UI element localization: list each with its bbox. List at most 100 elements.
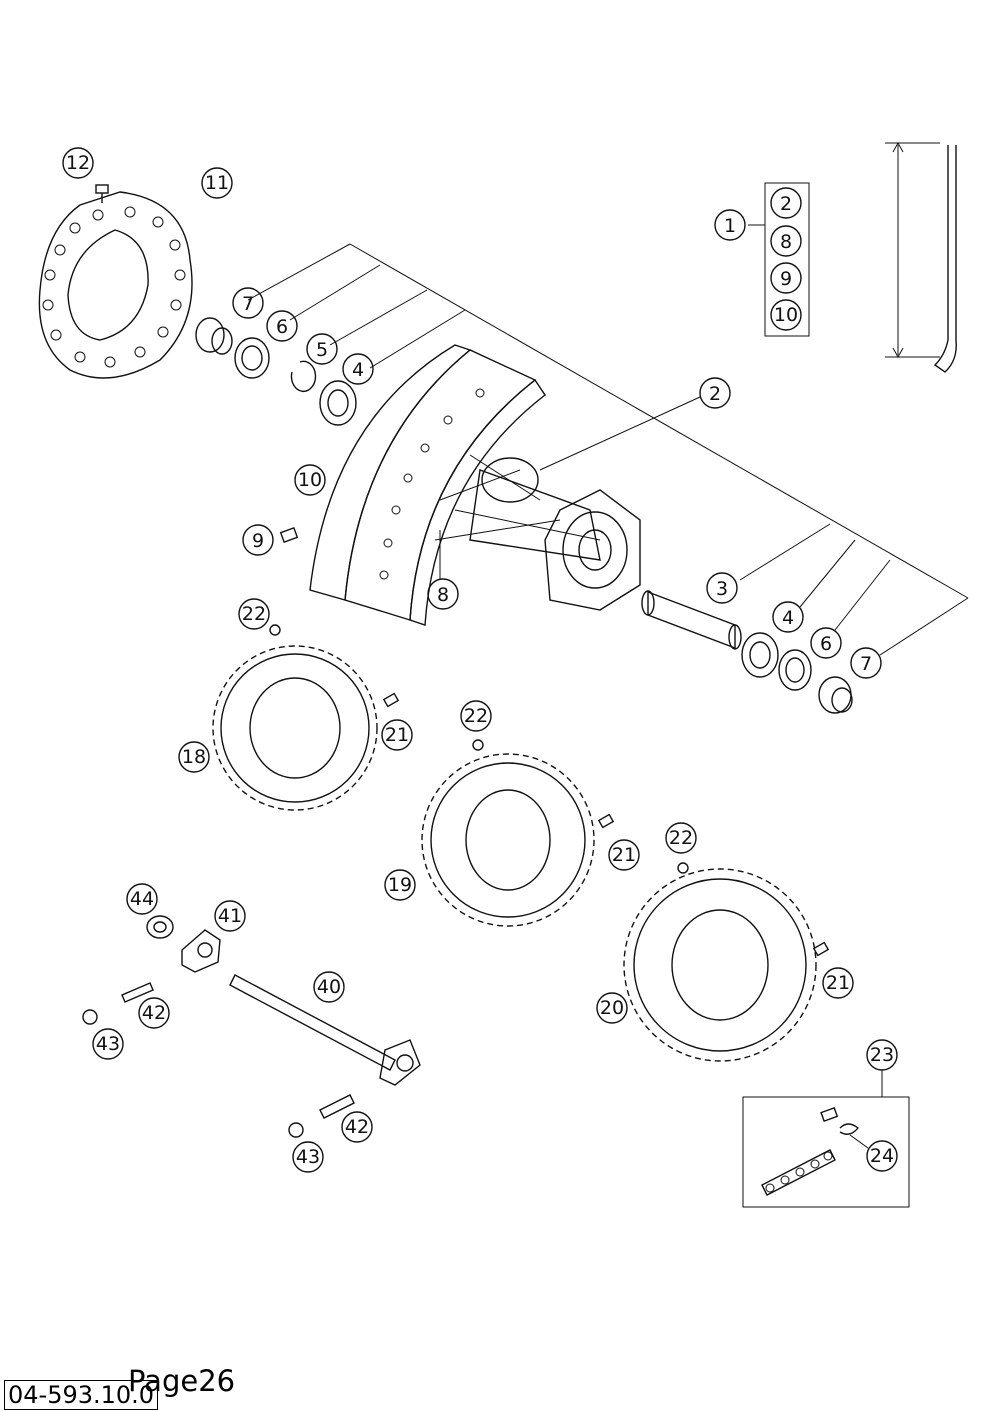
kit-box-23	[742, 1096, 910, 1208]
callout-4-lower[interactable]: 4	[772, 601, 804, 633]
callout-43-b[interactable]: 43	[292, 1141, 324, 1173]
adjuster-nut-lower	[288, 1122, 304, 1138]
callout-10-kit[interactable]: 10	[770, 299, 802, 331]
brake-disc	[38, 191, 193, 379]
sprocket-nut-top	[269, 624, 281, 636]
svg-text:10: 10	[774, 304, 798, 326]
axle-tube	[641, 590, 742, 650]
callout-4-upper[interactable]: 4	[342, 353, 374, 385]
leader-lines	[247, 224, 969, 1149]
svg-text:24: 24	[870, 1145, 894, 1167]
svg-text:21: 21	[612, 844, 636, 866]
callout-6-lower[interactable]: 6	[810, 627, 842, 659]
svg-text:44: 44	[130, 888, 154, 910]
adjuster-nut-44	[146, 915, 174, 939]
svg-text:43: 43	[96, 1033, 120, 1055]
sprocket-19	[421, 753, 595, 927]
callout-12[interactable]: 12	[62, 147, 94, 179]
callout-9-kit[interactable]: 9	[770, 262, 802, 294]
disc-bolt	[95, 184, 109, 203]
svg-text:18: 18	[182, 746, 206, 768]
callout-2[interactable]: 2	[699, 377, 731, 409]
callout-11[interactable]: 11	[201, 167, 233, 199]
callout-41[interactable]: 41	[214, 900, 246, 932]
callout-21-b[interactable]: 21	[608, 839, 640, 871]
wheel-hub	[434, 454, 641, 611]
sprocket-nut-low	[677, 862, 689, 874]
callout-2-kit[interactable]: 2	[770, 187, 802, 219]
svg-text:4: 4	[782, 607, 794, 629]
svg-text:22: 22	[464, 705, 488, 727]
svg-text:22: 22	[669, 827, 693, 849]
spacer-right	[818, 676, 853, 714]
callout-24[interactable]: 24	[866, 1140, 898, 1172]
callout-1[interactable]: 1	[714, 209, 746, 241]
bearing-left	[319, 380, 357, 426]
callout-21-c[interactable]: 21	[822, 967, 854, 999]
spoke	[885, 141, 957, 373]
callout-23[interactable]: 23	[866, 1039, 898, 1071]
sprocket-bolt-mid	[597, 813, 615, 829]
svg-text:42: 42	[142, 1002, 166, 1024]
svg-text:10: 10	[298, 469, 322, 491]
callout-22-c[interactable]: 22	[665, 822, 697, 854]
callout-7-lower[interactable]: 7	[850, 647, 882, 679]
svg-text:40: 40	[317, 976, 341, 998]
callout-10[interactable]: 10	[294, 464, 326, 496]
callout-19[interactable]: 19	[384, 869, 416, 901]
svg-text:19: 19	[388, 874, 412, 896]
svg-text:7: 7	[242, 293, 254, 315]
svg-text:1: 1	[724, 215, 736, 237]
circlip	[290, 360, 317, 393]
svg-text:3: 3	[716, 578, 728, 600]
adjuster-screw-upper	[121, 982, 154, 1003]
callout-22-a[interactable]: 22	[238, 598, 270, 630]
chain-adjuster	[181, 929, 221, 973]
callout-8[interactable]: 8	[427, 578, 459, 610]
bearing-right	[741, 632, 779, 678]
rim	[309, 344, 546, 626]
seal-left	[234, 337, 270, 379]
callout-7-upper[interactable]: 7	[232, 287, 264, 319]
callout-43-a[interactable]: 43	[92, 1028, 124, 1060]
callout-5[interactable]: 5	[306, 333, 338, 365]
svg-text:2: 2	[780, 193, 792, 215]
sprocket-18	[212, 645, 378, 811]
document-code: 04-593.10.0	[4, 1380, 159, 1410]
adjuster-screw-lower	[319, 1094, 355, 1119]
callout-9[interactable]: 9	[242, 524, 274, 556]
svg-text:43: 43	[296, 1146, 320, 1168]
rear-axle	[229, 974, 421, 1086]
page-label: Page26	[128, 1364, 236, 1398]
svg-text:12: 12	[66, 152, 90, 174]
callout-42-a[interactable]: 42	[138, 997, 170, 1029]
svg-text:6: 6	[820, 633, 832, 655]
svg-text:9: 9	[780, 268, 792, 290]
spacer-left	[195, 317, 233, 355]
callout-6-upper[interactable]: 6	[266, 310, 298, 342]
sprocket-nut-mid	[472, 739, 484, 751]
callout-20[interactable]: 20	[596, 992, 628, 1024]
callout-18[interactable]: 18	[178, 741, 210, 773]
svg-text:8: 8	[780, 231, 792, 253]
callout-22-b[interactable]: 22	[460, 700, 492, 732]
svg-text:6: 6	[276, 316, 288, 338]
callout-3[interactable]: 3	[706, 572, 738, 604]
svg-text:42: 42	[345, 1116, 369, 1138]
svg-text:21: 21	[826, 972, 850, 994]
callout-21-a[interactable]: 21	[381, 719, 413, 751]
callout-8-kit[interactable]: 8	[770, 225, 802, 257]
sprocket-bolt-low	[812, 941, 830, 957]
svg-text:20: 20	[600, 997, 624, 1019]
svg-text:5: 5	[316, 339, 328, 361]
svg-text:21: 21	[385, 724, 409, 746]
callout-42-b[interactable]: 42	[341, 1111, 373, 1143]
callout-40[interactable]: 40	[313, 971, 345, 1003]
callout-44[interactable]: 44	[126, 883, 158, 915]
svg-text:9: 9	[252, 530, 264, 552]
drive-chain	[761, 1149, 836, 1196]
svg-text:8: 8	[437, 584, 449, 606]
sprocket-20	[623, 868, 817, 1062]
seal-right	[778, 649, 812, 691]
